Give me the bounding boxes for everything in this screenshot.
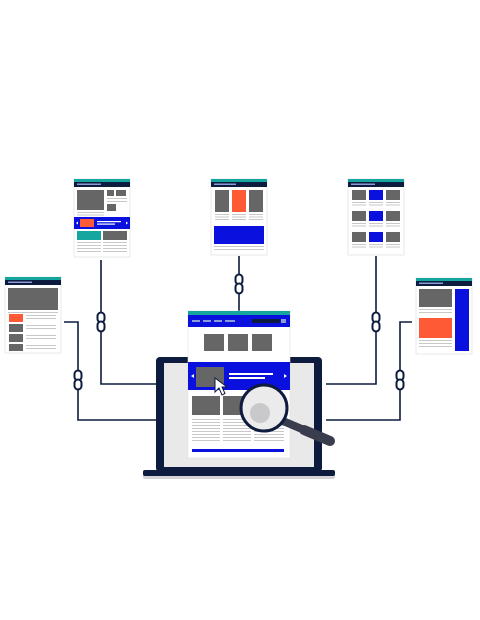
chain-link-icon: [96, 311, 106, 333]
chain-link-icon: [234, 273, 244, 295]
laptop-webpage: [187, 310, 291, 459]
page-thumbnail-mid-left: [4, 276, 62, 354]
connector-top-left: [100, 260, 158, 385]
chain-link-icon: [371, 311, 381, 333]
page-thumbnail-top-left: [73, 178, 131, 258]
chain-link-icon: [73, 369, 83, 391]
page-thumbnail-top-center: [210, 178, 268, 256]
page-thumbnail-mid-right: [415, 277, 473, 355]
cursor-arrow-icon: [214, 377, 229, 396]
chain-link-icon: [395, 369, 405, 391]
magnifying-glass-icon: [239, 383, 335, 446]
page-thumbnail-top-right: [347, 178, 405, 256]
connector-top-right: [326, 256, 377, 385]
